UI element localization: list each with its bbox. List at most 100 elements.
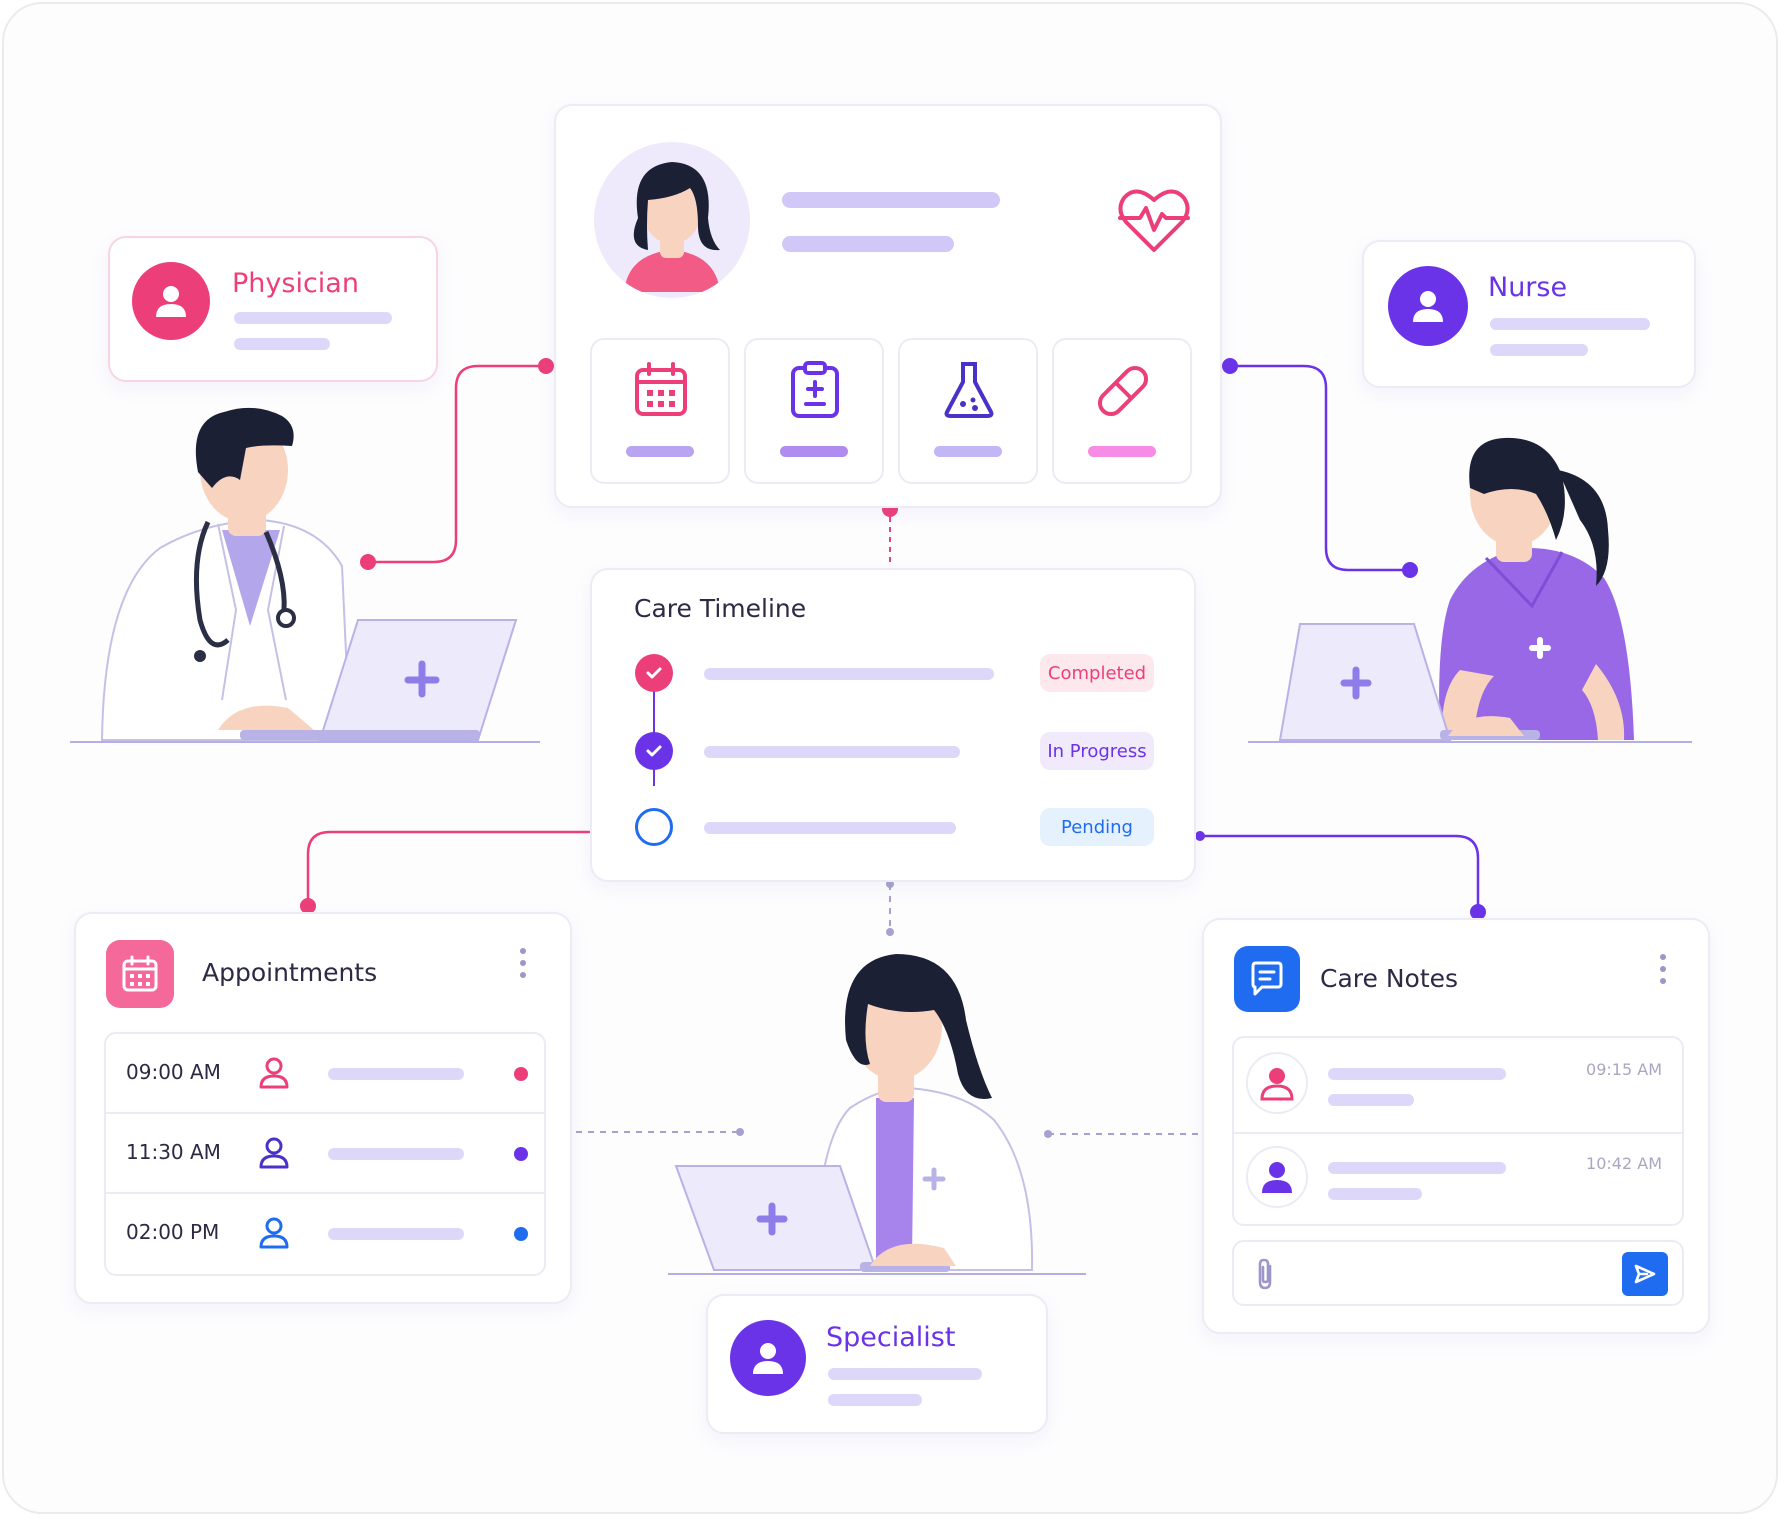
placeholder-line	[1328, 1188, 1422, 1200]
status-badge-in-progress: In Progress	[1040, 732, 1154, 770]
appointments-title: Appointments	[202, 958, 378, 987]
send-button[interactable]	[1622, 1252, 1668, 1296]
check-icon	[646, 745, 662, 757]
placeholder-line	[780, 446, 848, 457]
user-icon	[753, 1343, 783, 1374]
physician-card[interactable]: Physician	[108, 236, 438, 382]
connector-physician	[368, 364, 546, 564]
user-outline-icon	[259, 1137, 289, 1169]
placeholder-line	[234, 338, 330, 350]
paperclip-icon[interactable]	[1252, 1256, 1278, 1292]
tile-pill[interactable]	[1052, 338, 1192, 484]
nurse-title: Nurse	[1488, 272, 1568, 303]
placeholder-line	[704, 668, 994, 680]
care-timeline-card[interactable]: Care Timeline Completed In Progress Pend…	[590, 568, 1196, 882]
status-badge-completed: Completed	[1040, 654, 1154, 692]
status-badge-pending: Pending	[1040, 808, 1154, 846]
send-icon	[1634, 1264, 1656, 1284]
message-input[interactable]	[1232, 1240, 1684, 1306]
nurse-avatar	[1388, 266, 1468, 346]
care-notes-title: Care Notes	[1320, 964, 1459, 993]
patient-avatar	[594, 142, 750, 298]
connector-nurse	[1230, 364, 1410, 572]
list-item[interactable]: 10:42 AM	[1234, 1132, 1682, 1226]
tile-clipboard[interactable]	[744, 338, 884, 484]
placeholder-line	[1088, 446, 1156, 457]
placeholder-line	[1328, 1094, 1414, 1106]
status-dot	[514, 1067, 528, 1081]
patient-card[interactable]	[554, 104, 1222, 508]
connector-specialist	[576, 884, 1200, 1135]
list-item[interactable]: 11:30 AM	[106, 1114, 544, 1194]
placeholder-line	[704, 822, 956, 834]
calendar-icon	[635, 362, 687, 416]
physician-figure	[70, 407, 540, 743]
timeline-rail	[653, 674, 655, 786]
placeholder-line	[328, 1068, 464, 1080]
patient-portrait	[624, 162, 720, 292]
appointments-card[interactable]: Appointments 09:00 AM 11:30 AM 02:00 PM	[74, 912, 572, 1304]
list-item[interactable]: 09:00 AM	[106, 1034, 544, 1114]
placeholder-line	[828, 1394, 922, 1406]
timeline-step-pending	[635, 808, 673, 846]
list-item[interactable]: 02:00 PM	[106, 1194, 544, 1274]
more-options-icon[interactable]	[520, 948, 526, 984]
physician-title: Physician	[232, 268, 359, 299]
placeholder-line	[782, 192, 1000, 208]
timeline-step-completed	[635, 654, 673, 692]
care-notes-icon-badge	[1234, 946, 1300, 1012]
placeholder-line	[328, 1148, 464, 1160]
note-time: 09:15 AM	[1586, 1060, 1662, 1079]
connector-timeline-top	[882, 501, 898, 566]
placeholder-line	[782, 236, 954, 252]
placeholder-line	[1490, 344, 1588, 356]
tile-flask[interactable]	[898, 338, 1038, 484]
placeholder-line	[934, 446, 1002, 457]
care-notes-card[interactable]: Care Notes 09:15 AM 10:42 AM	[1202, 918, 1710, 1334]
avatar	[1246, 1146, 1308, 1208]
connector-appointments	[306, 830, 590, 906]
connector-care-notes	[1200, 834, 1480, 912]
timeline-step-in-progress	[635, 732, 673, 770]
placeholder-line	[828, 1368, 982, 1380]
specialist-card[interactable]: Specialist	[706, 1294, 1048, 1434]
user-icon	[1260, 1068, 1294, 1101]
chat-icon	[1251, 961, 1283, 996]
specialist-avatar	[730, 1320, 806, 1396]
note-time: 10:42 AM	[1586, 1154, 1662, 1173]
status-dot	[514, 1227, 528, 1241]
check-icon	[646, 667, 662, 679]
nurse-figure	[1248, 437, 1692, 743]
user-outline-icon	[259, 1217, 289, 1249]
user-outline-icon	[259, 1057, 289, 1089]
heart-pulse-icon	[1118, 189, 1190, 252]
calendar-icon	[122, 955, 158, 992]
tile-calendar[interactable]	[590, 338, 730, 484]
placeholder-line	[234, 312, 392, 324]
user-icon	[156, 286, 186, 317]
care-timeline-title: Care Timeline	[634, 594, 807, 623]
placeholder-line	[704, 746, 960, 758]
placeholder-line	[328, 1228, 464, 1240]
specialist-title: Specialist	[826, 1322, 956, 1353]
clipboard-icon	[791, 361, 839, 418]
list-item[interactable]: 09:15 AM	[1234, 1038, 1682, 1134]
pill-icon	[1097, 365, 1149, 417]
flask-icon	[944, 362, 994, 418]
placeholder-line	[1328, 1068, 1506, 1080]
appointment-time: 11:30 AM	[126, 1140, 221, 1164]
user-icon	[1262, 1162, 1292, 1193]
appointment-time: 09:00 AM	[126, 1060, 221, 1084]
avatar	[1246, 1052, 1308, 1114]
user-icon	[1413, 291, 1443, 322]
placeholder-line	[626, 446, 694, 457]
nurse-card[interactable]: Nurse	[1362, 240, 1696, 388]
appointments-list: 09:00 AM 11:30 AM 02:00 PM	[104, 1032, 546, 1276]
notes-list: 09:15 AM 10:42 AM	[1232, 1036, 1684, 1226]
placeholder-line	[1490, 318, 1650, 330]
physician-avatar	[132, 262, 210, 340]
appointment-time: 02:00 PM	[126, 1220, 220, 1244]
more-options-icon[interactable]	[1660, 954, 1666, 990]
appointments-icon-badge	[106, 940, 174, 1008]
